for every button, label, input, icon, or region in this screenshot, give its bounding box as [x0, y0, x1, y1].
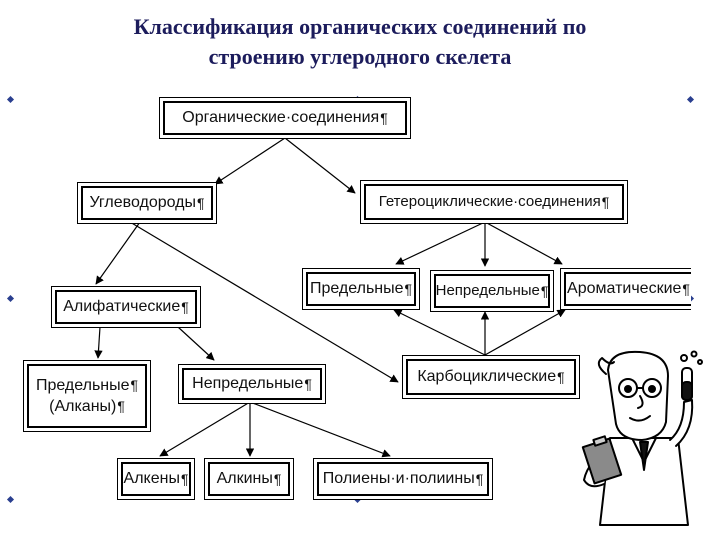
- node-heterocyclic-compounds: Гетероциклические·соединения¶: [360, 180, 628, 224]
- node-label: Полиены·и·полиины: [322, 470, 475, 487]
- node-label: Предельные: [309, 280, 404, 297]
- node-label: Непредельные: [435, 282, 540, 299]
- node-alkynes: Алкины¶: [204, 458, 294, 500]
- node-label-line-1: Предельные: [35, 377, 130, 394]
- arrow-unsaturated-to-polyenes: [249, 401, 391, 458]
- slide-title: Классификация органических соединений по…: [0, 12, 720, 72]
- scientist-illustration: [581, 350, 703, 526]
- node-aromatic: Ароматические¶: [560, 268, 691, 310]
- node-label-line-2: (Алканы): [49, 398, 117, 415]
- node-unsaturated-heterocyclic: Непредельные¶: [430, 270, 554, 312]
- node-label: Гетероциклические·соединения: [378, 193, 601, 210]
- arrow-hetero-to-saturated: [395, 221, 486, 265]
- node-alkenes: Алкены¶: [117, 458, 195, 500]
- node-polyenes-polyynes: Полиены·и·полиины¶: [313, 458, 493, 500]
- arrow-hydrocarbons-to-aliphatic: [95, 221, 141, 285]
- arrow-carbocyclic-to-saturated: [393, 309, 486, 356]
- title-line-1: Классификация органических соединений по: [133, 14, 587, 39]
- node-unsaturated: Непредельные¶: [178, 364, 326, 404]
- arrow-hydrocarbons-to-carbocyclic: [129, 221, 399, 383]
- node-label: Алкины: [216, 470, 273, 487]
- arrow-hetero-to-aromatic: [484, 221, 563, 265]
- node-organic-compounds: Органические·соединения¶: [159, 97, 411, 139]
- node-saturated-heterocyclic: Предельные¶: [302, 268, 420, 310]
- arrow-unsaturated-to-alkenes: [159, 401, 251, 457]
- arrow-aliphatic-to-saturated: [94, 326, 103, 359]
- node-saturated-alkanes: Предельные¶ (Алканы)¶: [23, 360, 151, 432]
- node-carbocyclic: Карбоциклические¶: [402, 355, 580, 399]
- node-aliphatic: Алифатические¶: [51, 286, 201, 328]
- title-line-2: строению углеродного скелета: [208, 44, 512, 69]
- arrow-aliphatic-to-unsaturated: [177, 326, 215, 361]
- arrow-carbocyclic-to-aromatic: [484, 309, 566, 356]
- arrow-organic-to-hydrocarbons: [214, 137, 286, 185]
- node-label: Органические·соединения: [182, 109, 380, 126]
- node-label: Алифатические: [63, 298, 181, 315]
- node-label: Карбоциклические: [417, 368, 557, 385]
- node-label: Алкены: [123, 470, 180, 487]
- node-label: Ароматические: [567, 280, 682, 297]
- arrow-organic-to-heterocyclic: [284, 137, 356, 194]
- node-label: Непредельные: [192, 375, 304, 392]
- node-hydrocarbons: Углеводороды¶: [77, 182, 217, 224]
- node-label: Углеводороды: [89, 194, 196, 211]
